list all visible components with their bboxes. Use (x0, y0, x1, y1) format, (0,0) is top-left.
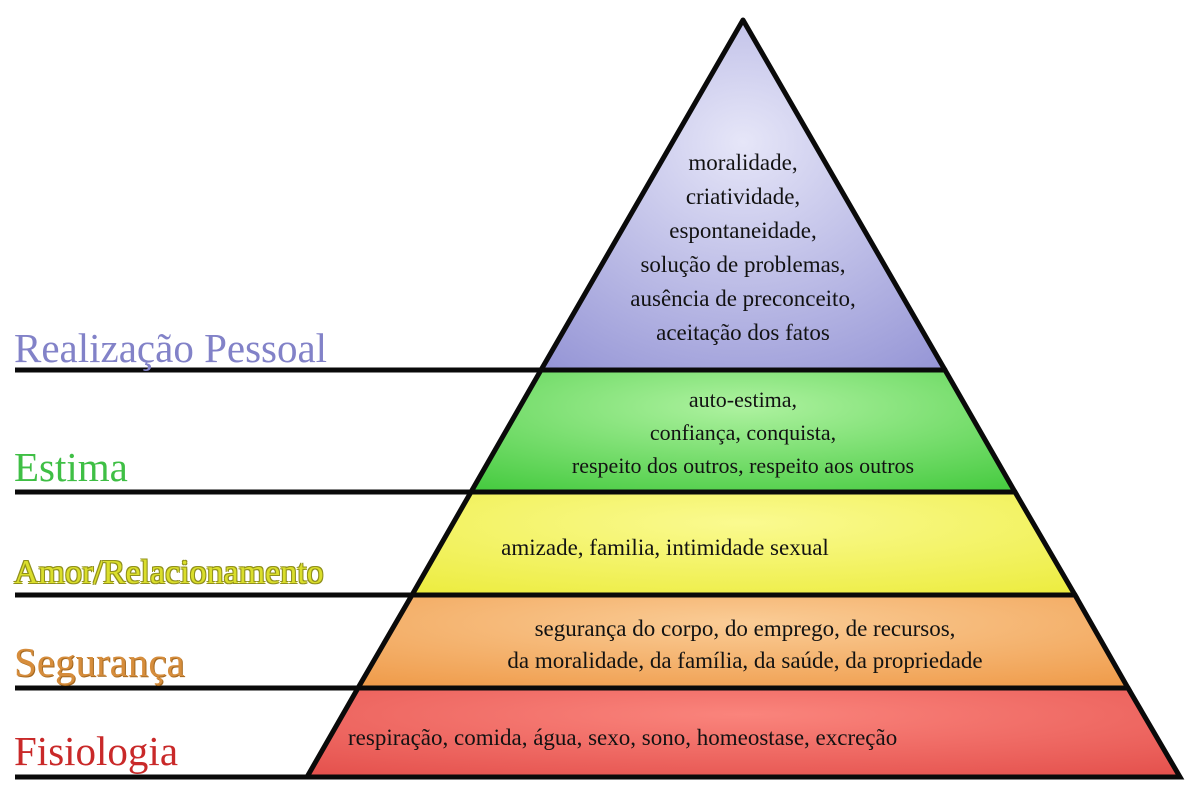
level-item: confiança, conquista, (649, 420, 837, 445)
level-label-realizacao-pessoal: Realização Pessoal (14, 325, 328, 371)
level-item: aceitação dos fatos (656, 320, 830, 345)
level-item: da moralidade, da família, da saúde, da … (507, 648, 983, 673)
level-item: espontaneidade, (669, 218, 817, 243)
level-item: moralidade, (688, 150, 798, 175)
level-items-realizacao-pessoal: moralidade, criatividade, espontaneidade… (545, 146, 941, 350)
level-label-amor-relacionamento: Amor/Relacionamento (14, 554, 324, 591)
level-items-fisiologia: respiração, comida, água, sexo, sono, ho… (330, 722, 1048, 754)
level-item: solução de problemas, (640, 252, 846, 277)
level-item: auto-estima, (688, 387, 798, 412)
level-item: criatividade, (685, 184, 801, 209)
level-item: amizade, familia, intimidade sexual (501, 535, 829, 560)
level-label-fisiologia: Fisiologia (14, 728, 179, 774)
level-items-seguranca: segurança do corpo, do emprego, de recur… (420, 613, 1070, 677)
level-label-seguranca: Segurança (14, 639, 185, 685)
level-item: respiração, comida, água, sexo, sono, ho… (348, 725, 898, 750)
level-item: segurança do corpo, do emprego, de recur… (534, 616, 956, 641)
level-label-estima: Estima (14, 444, 128, 490)
level-item: ausência de preconceito, (630, 286, 856, 311)
level-item: respeito dos outros, respeito aos outros (571, 453, 915, 478)
level-items-estima: auto-estima, confiança, conquista, respe… (493, 383, 993, 482)
level-items-amor-relacionamento: amizade, familia, intimidade sexual (440, 532, 890, 564)
